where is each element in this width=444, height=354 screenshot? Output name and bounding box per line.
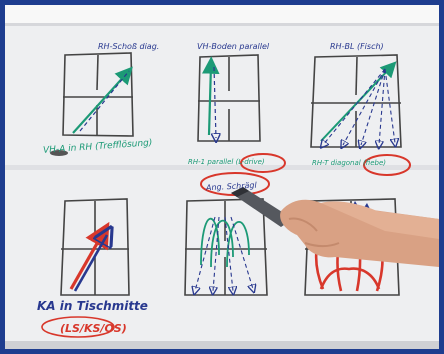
label-mid-right: RH-T diagonal (fiebe) — [312, 159, 386, 167]
label-bottom-left-title: KA in Tischmitte — [37, 299, 148, 313]
photo-frame: RH-Schoß diag. VH-Boden parallel RH-BL (… — [5, 5, 439, 349]
label-top-middle: VH-Boden parallel — [197, 42, 270, 51]
label-top-left: RH-Schoß diag. — [98, 42, 160, 51]
label-bottom-left-sub: (LS/KS/OS) — [60, 322, 127, 335]
label-mid-middle: RH-1 parallel (L-drive) — [188, 158, 265, 166]
flipchart-photo — [5, 5, 439, 349]
label-top-right: RH-BL (Fisch) — [330, 42, 384, 51]
